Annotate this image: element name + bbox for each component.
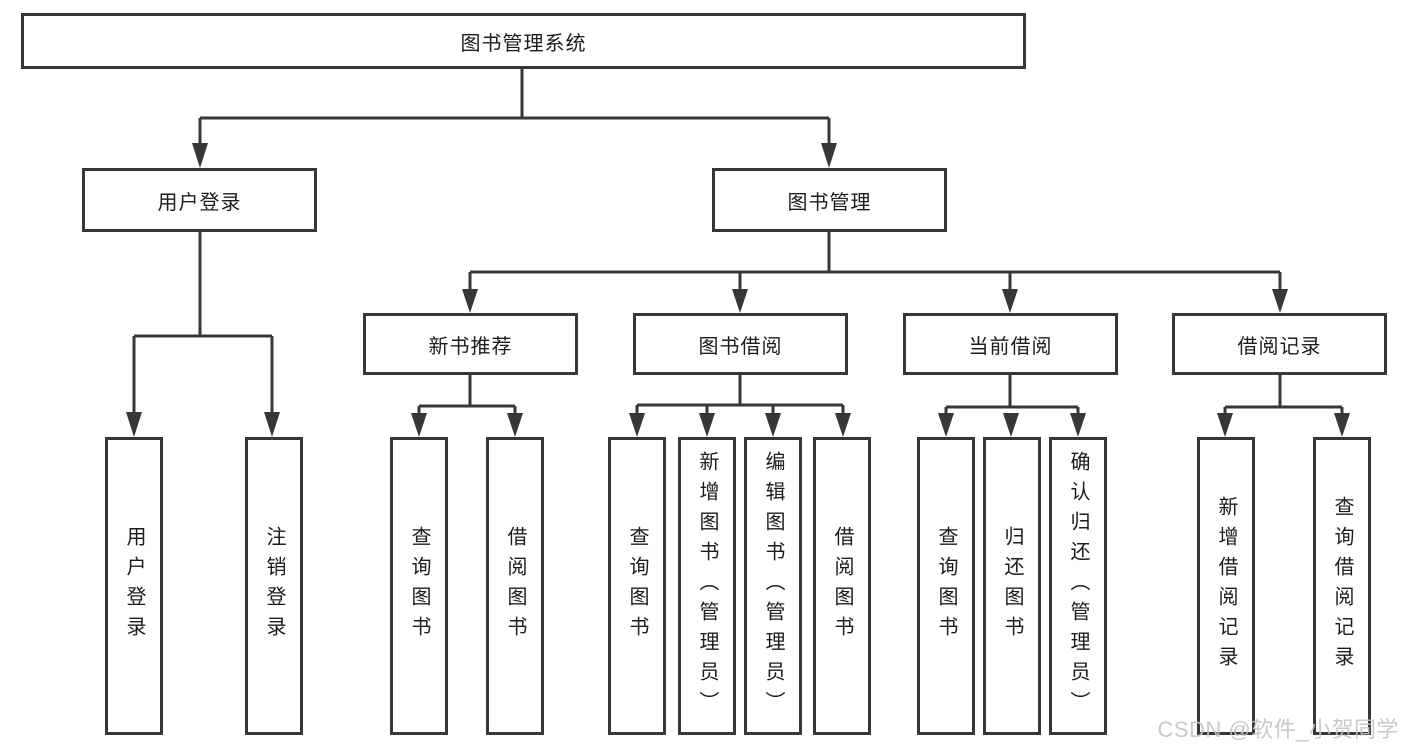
arrowhead [821, 143, 837, 168]
leaf-label: 查询图书 [408, 526, 430, 646]
node-leaf-query-books-1: 查询图书 [390, 437, 448, 735]
leaf-label: 查询图书 [935, 526, 957, 646]
arrowhead [629, 413, 645, 437]
node-borrowing-records: 借阅记录 [1172, 313, 1387, 375]
arrowhead [192, 143, 208, 168]
node-leaf-add-books-admin: 新增图书（管理员） [678, 437, 736, 735]
leaf-label: 归还图书 [1001, 526, 1023, 646]
csdn-watermark: CSDN @软件_小贺同学 [1157, 717, 1399, 742]
node-book-management: 图书管理 [712, 168, 947, 232]
leaf-label: 查询图书 [626, 526, 648, 646]
leaf-label: 编辑图书（管理员） [762, 451, 784, 721]
leaf-label: 查询借阅记录 [1331, 496, 1353, 676]
arrowhead [1003, 413, 1019, 437]
arrowhead [1272, 289, 1288, 313]
leaf-label: 确认归还（管理员） [1067, 451, 1089, 721]
arrowhead [732, 289, 748, 313]
leaf-label: 用户登录 [123, 526, 145, 646]
arrowhead [411, 413, 427, 437]
connector-book-mgmt-to-level3 [462, 232, 1288, 313]
connector-borrow-record-to-leaves [1217, 375, 1350, 437]
connector-root-to-level2 [192, 69, 837, 168]
arrowhead [1217, 413, 1233, 437]
node-leaf-query-books-3: 查询图书 [917, 437, 975, 735]
node-user-login: 用户登录 [82, 168, 317, 232]
node-leaf-user-login: 用户登录 [105, 437, 163, 735]
arrowhead [462, 289, 478, 313]
leaf-label: 借阅图书 [504, 526, 526, 646]
connector-new-book-to-leaves [411, 375, 523, 437]
arrowhead [1070, 413, 1086, 437]
node-new-book-recommend: 新书推荐 [363, 313, 578, 375]
arrowhead [765, 413, 781, 437]
connector-user-login-to-leaves [126, 232, 280, 437]
leaf-label: 借阅图书 [831, 526, 853, 646]
node-library-management-system: 图书管理系统 [21, 13, 1026, 69]
arrowhead [1334, 413, 1350, 437]
node-current-borrowing: 当前借阅 [903, 313, 1118, 375]
node-leaf-query-borrow-record: 查询借阅记录 [1313, 437, 1371, 735]
arrowhead [126, 412, 142, 437]
arrowhead [264, 412, 280, 437]
node-leaf-logout: 注销登录 [245, 437, 303, 735]
arrowhead [1002, 289, 1018, 313]
arrowhead [507, 413, 523, 437]
connector-book-borrow-to-leaves [629, 375, 851, 437]
node-leaf-query-books-2: 查询图书 [608, 437, 666, 735]
node-leaf-edit-books-admin: 编辑图书（管理员） [744, 437, 802, 735]
node-leaf-confirm-return-admin: 确认归还（管理员） [1049, 437, 1107, 735]
node-book-borrowing: 图书借阅 [633, 313, 848, 375]
node-leaf-borrow-books-2: 借阅图书 [813, 437, 871, 735]
arrowhead [835, 413, 851, 437]
leaf-label: 新增图书（管理员） [696, 451, 718, 721]
arrowhead [699, 413, 715, 437]
node-leaf-return-books: 归还图书 [983, 437, 1041, 735]
leaf-label: 注销登录 [263, 526, 285, 646]
node-leaf-add-borrow-record: 新增借阅记录 [1197, 437, 1255, 735]
leaf-label: 新增借阅记录 [1215, 496, 1237, 676]
node-leaf-borrow-books-1: 借阅图书 [486, 437, 544, 735]
connector-current-borrow-to-leaves [938, 375, 1086, 437]
arrowhead [938, 413, 954, 437]
